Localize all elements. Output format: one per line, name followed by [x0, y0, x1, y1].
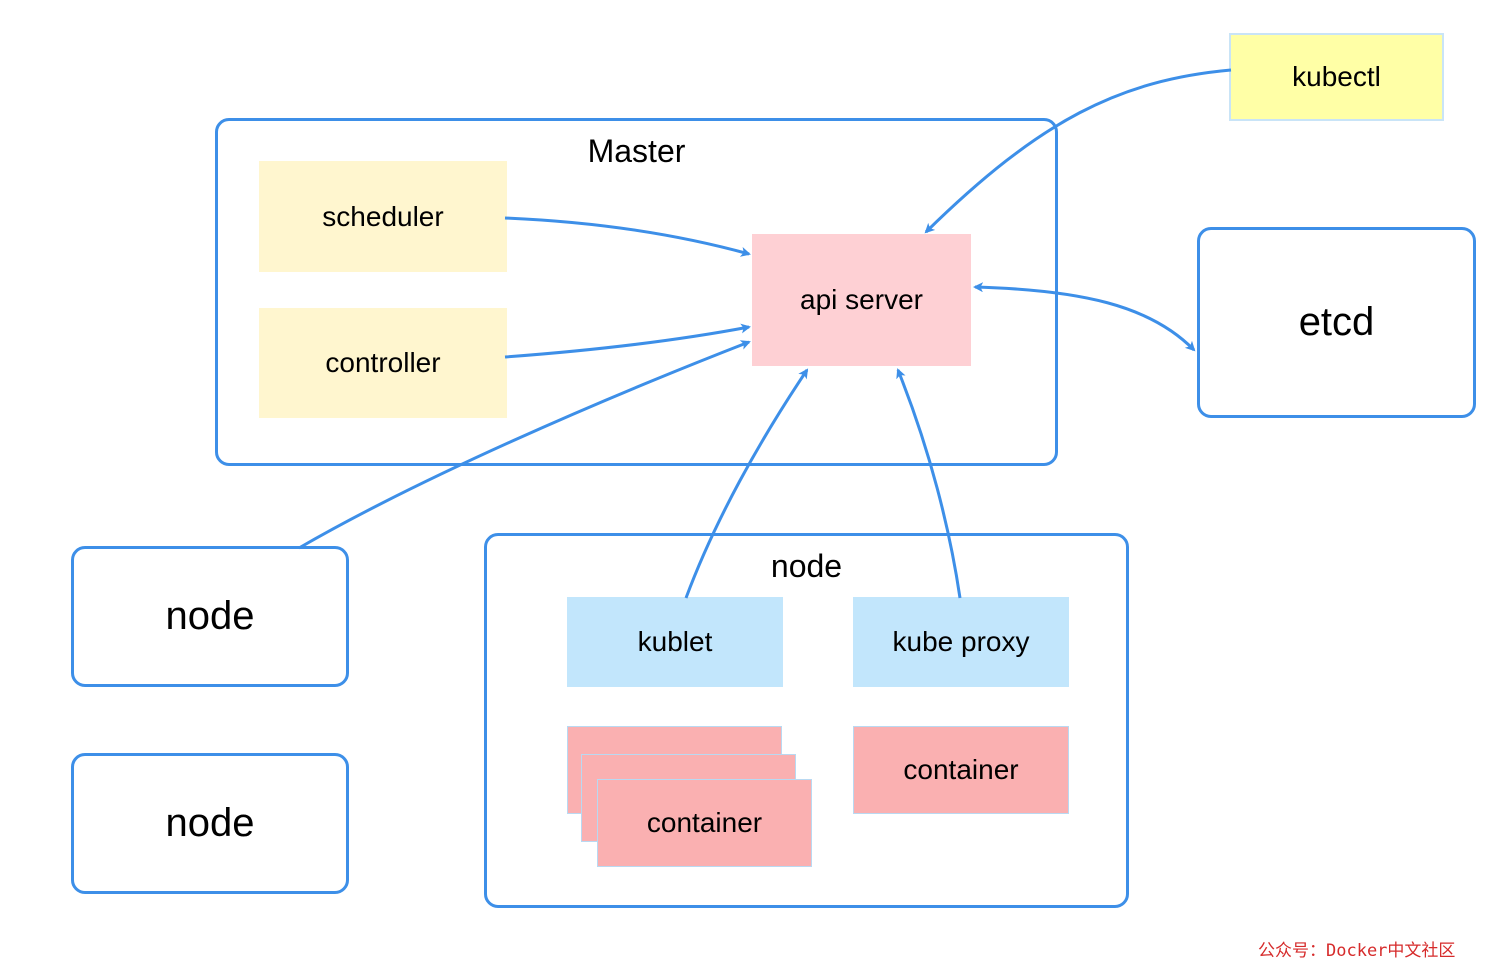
controller-box[interactable]: controller: [259, 308, 507, 418]
etcd-label: etcd: [1298, 300, 1375, 344]
kube-proxy-label: kube proxy: [892, 626, 1030, 657]
scheduler-box[interactable]: scheduler: [259, 161, 507, 272]
node-detail-title: node: [770, 548, 843, 584]
etcd-box[interactable]: etcd: [1197, 227, 1476, 418]
master-title: Master: [587, 133, 686, 169]
kube-proxy-box[interactable]: kube proxy: [853, 597, 1069, 687]
kublet-box[interactable]: kublet: [567, 597, 783, 687]
watermark-text: 公众号：Docker中文社区: [1258, 941, 1456, 961]
container-single-label: container: [903, 754, 1019, 785]
scheduler-label: scheduler: [322, 200, 444, 232]
controller-label: controller: [325, 347, 441, 378]
container-single-box[interactable]: container: [853, 726, 1069, 814]
api-server-box[interactable]: api server: [752, 234, 971, 366]
container-stack-label: container: [646, 807, 763, 838]
api-server-label: api server: [800, 284, 923, 315]
node-1-label: node: [165, 594, 255, 638]
kubectl-label: kubectl: [1292, 61, 1381, 92]
kubectl-box[interactable]: kubectl: [1229, 33, 1444, 121]
kublet-label: kublet: [637, 626, 713, 657]
node-2-label: node: [165, 801, 255, 845]
node-box-1[interactable]: node: [71, 546, 349, 687]
container-stack-front[interactable]: container: [597, 779, 812, 867]
node-box-2[interactable]: node: [71, 753, 349, 894]
